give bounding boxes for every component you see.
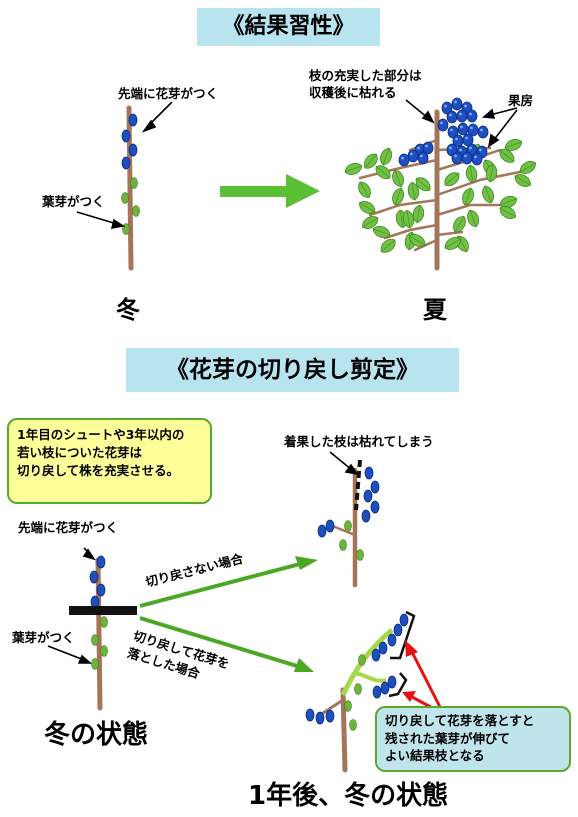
leaf-bud-icon (121, 192, 129, 204)
green-arrow-icon (220, 174, 320, 208)
withered-label-line1: 枝の充実した部分は (309, 68, 422, 83)
withered-label-line2: 収穫後に枯れる (309, 85, 397, 100)
flower-bud-icon (128, 143, 138, 157)
pruning-note-line1: 1年目のシュートや3年以内の (17, 427, 185, 442)
berry-icon (398, 97, 489, 167)
result-cut-twig (305, 610, 416, 773)
result-caption: 1年後、冬の状態 (248, 781, 449, 811)
fruit-cluster-label: 果房 (508, 93, 534, 108)
section-title-habit: 《結果習性》 (197, 8, 380, 46)
pointer-arrows-top (76, 101, 173, 230)
leaf-bud-icon (122, 223, 130, 235)
flower-bud-icon (128, 113, 138, 127)
result-note: 切り戻して花芽を落とすと 残された葉芽が伸びて よい結果枝となる (375, 706, 571, 772)
result-note-line1: 切り戻して花芽を落とすと (385, 713, 535, 728)
winter-state-caption: 冬の状態 (44, 720, 149, 750)
leaf-bud-icon (132, 205, 140, 217)
result-note-line2: 残された葉芽が伸びて (385, 730, 511, 746)
pointer-arrows-summer (405, 99, 518, 148)
green-arrow-icon (139, 556, 318, 672)
cut-bar-icon (69, 606, 137, 615)
tip-flower-bud-label: 先端に花芽がつく (118, 86, 219, 101)
section-title-pruning: 《花芽の切り戻し剪定》 (126, 348, 459, 392)
flower-bud-icon (121, 129, 131, 143)
summer-caption: 夏 (423, 296, 447, 324)
winter-twig-top (121, 105, 140, 271)
leaf-bud-icon (130, 177, 138, 189)
winter-twig-bottom (89, 555, 108, 711)
result-note-line3: よい結果枝となる (385, 748, 485, 763)
leaf-bud-label-bottom: 葉芽がつく (12, 630, 75, 645)
red-arrow-icon (402, 640, 442, 714)
pruning-note-line2: 若い枝についた花芽は (17, 445, 143, 461)
pointer-arrow-fruited (329, 451, 359, 476)
tip-flower-bud-label-bottom: 先端に花芽がつく (18, 520, 119, 535)
fruited-branch-label: 着果した枝は枯れてしまう (284, 434, 434, 449)
pointer-arrows-bottom (47, 547, 96, 664)
winter-caption: 冬 (116, 296, 140, 324)
pruning-note: 1年目のシュートや3年以内の 若い枝についた花芽は 切り戻して株を充実させる。 (7, 418, 212, 504)
leaf-bud-label: 葉芽がつく (42, 194, 105, 209)
flower-bud-icon (121, 156, 131, 170)
pruning-note-line3: 切り戻して株を充実させる。 (17, 463, 180, 479)
summer-bush (342, 97, 539, 271)
result-no-cut-twig (317, 459, 380, 588)
